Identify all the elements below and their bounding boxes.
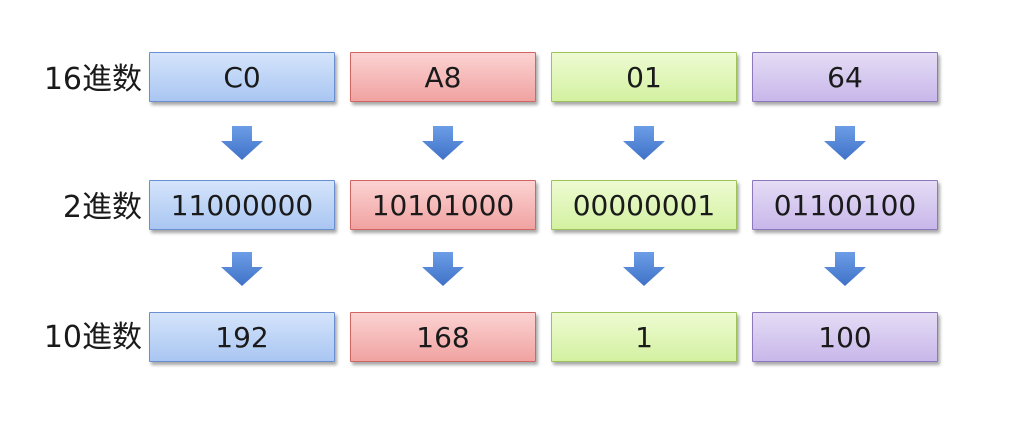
down-arrow-icon xyxy=(420,124,466,162)
down-arrow-icon xyxy=(822,250,868,288)
hex-cell-4: 64 xyxy=(752,52,938,102)
hex-cell-1: C0 xyxy=(149,52,335,102)
hex-cell-2: A8 xyxy=(350,52,536,102)
decimal-cell-4: 100 xyxy=(752,312,938,362)
binary-cell-4: 01100100 xyxy=(752,180,938,230)
binary-cell-3: 00000001 xyxy=(551,180,737,230)
down-arrow-icon xyxy=(822,124,868,162)
decimal-cell-3: 1 xyxy=(551,312,737,362)
decimal-cell-2: 168 xyxy=(350,312,536,362)
down-arrow-icon xyxy=(219,250,265,288)
decimal-cell-1: 192 xyxy=(149,312,335,362)
down-arrow-icon xyxy=(219,124,265,162)
row-label-hex: 16進数 xyxy=(43,62,142,97)
hex-cell-3: 01 xyxy=(551,52,737,102)
row-label-binary: 2進数 xyxy=(62,190,142,225)
binary-cell-2: 10101000 xyxy=(350,180,536,230)
down-arrow-icon xyxy=(621,250,667,288)
row-label-decimal: 10進数 xyxy=(43,320,142,355)
down-arrow-icon xyxy=(621,124,667,162)
binary-cell-1: 11000000 xyxy=(149,180,335,230)
down-arrow-icon xyxy=(420,250,466,288)
